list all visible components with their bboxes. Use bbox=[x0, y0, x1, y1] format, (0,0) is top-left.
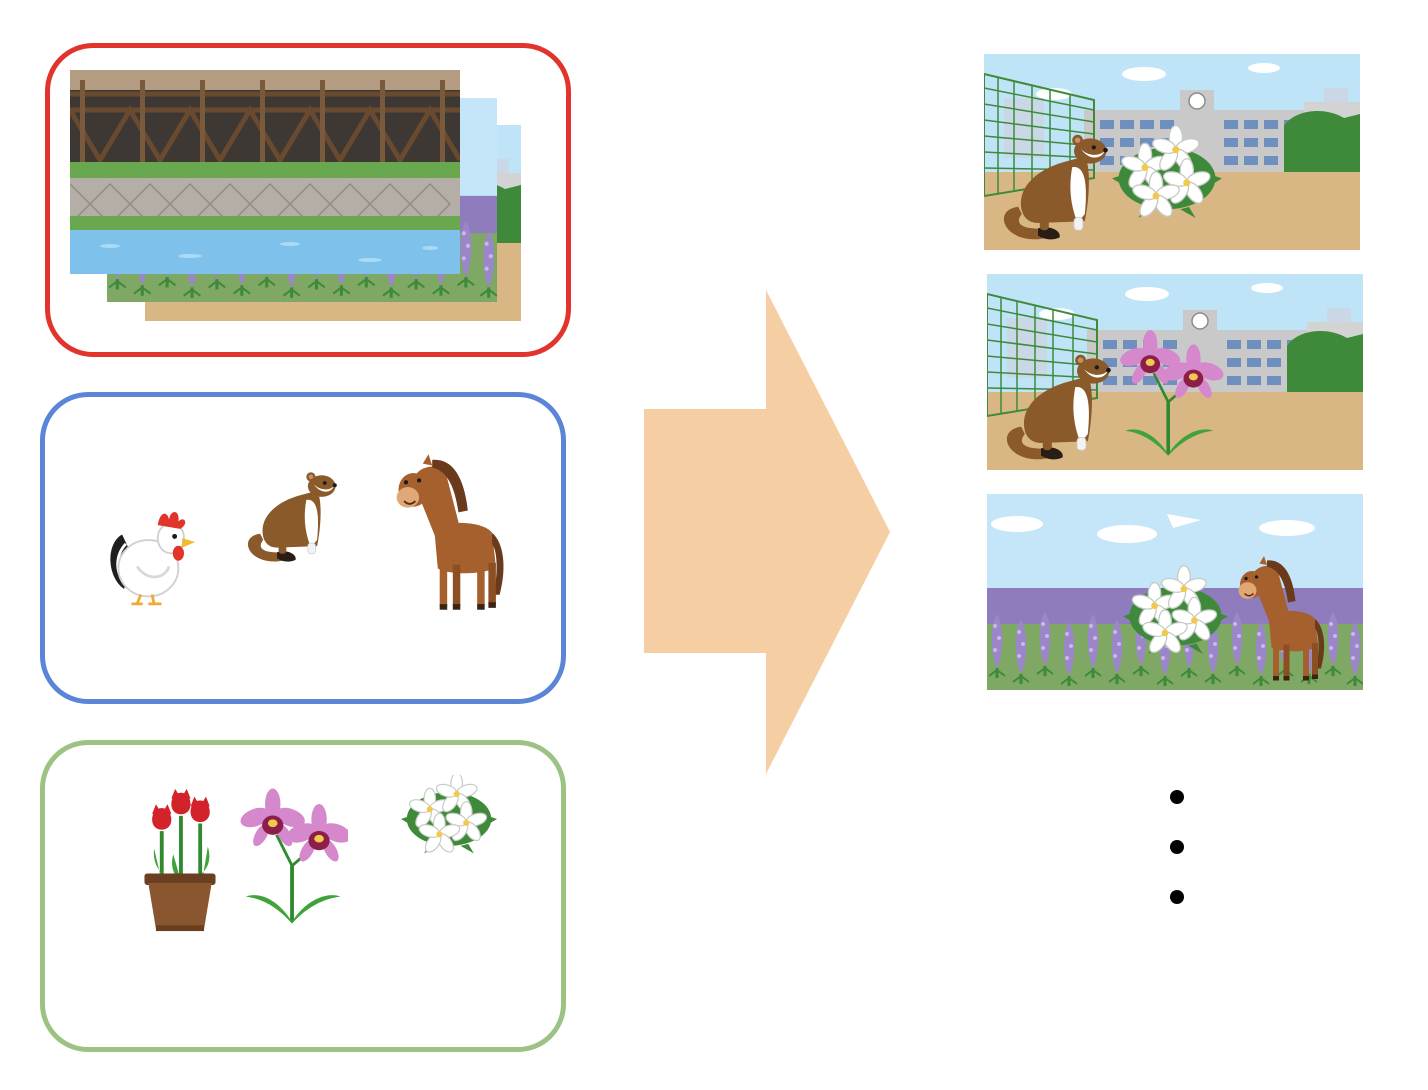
output-image-3 bbox=[987, 494, 1363, 690]
continuation-dot-3 bbox=[1170, 890, 1184, 904]
cattleya-orchid-illustration bbox=[238, 783, 348, 933]
white-gardenia-illustration bbox=[401, 775, 497, 861]
output-image-2 bbox=[987, 274, 1363, 470]
rooster-illustration bbox=[109, 505, 199, 609]
animal-panel bbox=[40, 392, 566, 704]
continuation-dot-2 bbox=[1170, 840, 1184, 854]
output-image-1 bbox=[984, 54, 1360, 250]
background-panel bbox=[45, 43, 571, 357]
plant-panel bbox=[40, 740, 566, 1052]
horse-illustration bbox=[391, 452, 509, 612]
background-image-card-river-bridge bbox=[70, 70, 460, 274]
weasel-illustration bbox=[238, 463, 350, 563]
tulip-pot-illustration bbox=[141, 787, 219, 933]
right-arrow bbox=[644, 290, 890, 774]
arrow-shape bbox=[644, 290, 890, 774]
continuation-dot-1 bbox=[1170, 790, 1184, 804]
